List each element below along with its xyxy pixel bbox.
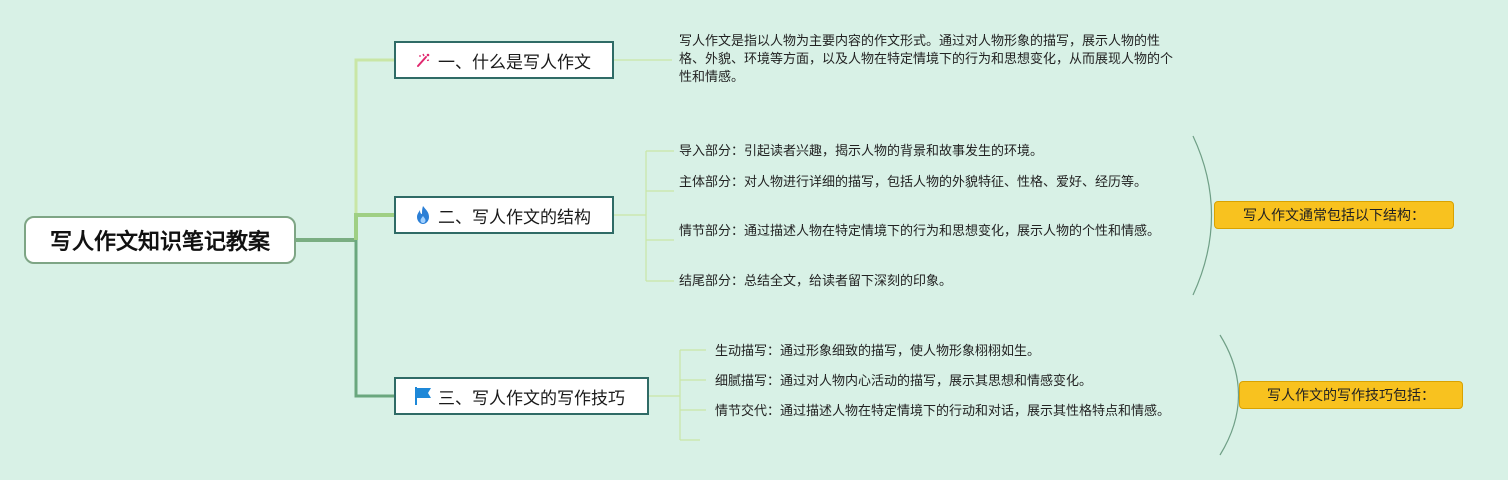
branch-label: 二、写人作文的结构 — [438, 207, 591, 228]
summary-brace-2 — [1192, 135, 1213, 296]
flag-icon — [412, 385, 434, 407]
list-item: 导入部分：引起读者兴趣，揭示人物的背景和故事发生的环境。 — [679, 144, 1044, 159]
branch-techniques[interactable]: 三、写人作文的写作技巧 — [394, 377, 649, 415]
connector-branch-2 — [354, 213, 394, 240]
root-title: 写人作文知识笔记教案 — [49, 230, 270, 255]
connector-branch-1 — [354, 58, 394, 240]
summary-label: 写人作文的写作技巧包括： — [1267, 388, 1435, 404]
list-item: 生动描写：通过形象细致的描写，使人物形象栩栩如生。 — [715, 344, 1041, 359]
list-item: 主体部分：对人物进行详细的描写，包括人物的外貌特征、性格、爱好、经历等。 — [679, 175, 1148, 190]
summary-brace-3 — [1219, 334, 1240, 456]
fire-icon — [412, 204, 434, 226]
branch-structure[interactable]: 二、写人作文的结构 — [394, 196, 614, 234]
root-topic[interactable]: 写人作文知识笔记教案 — [24, 216, 296, 264]
summary-techniques[interactable]: 写人作文的写作技巧包括： — [1239, 381, 1463, 409]
definition-text: 写人作文是指以人物为主要内容的作文形式。通过对人物形象的描写，展示人物的性格、外… — [679, 34, 1174, 85]
branch-label: 三、写人作文的写作技巧 — [438, 388, 625, 409]
list-item: 情节部分：通过描述人物在特定情境下的行为和思想变化，展示人物的个性和情感。 — [679, 224, 1161, 239]
list-item: 细腻描写：通过对人物内心活动的描写，展示其思想和情感变化。 — [715, 374, 1093, 389]
summary-label: 写人作文通常包括以下结构： — [1243, 208, 1425, 224]
magic-wand-icon — [412, 49, 434, 71]
list-item: 结尾部分：总结全文，给读者留下深刻的印象。 — [679, 274, 953, 289]
branch-label: 一、什么是写人作文 — [438, 52, 591, 73]
connector-branch-3 — [354, 240, 394, 398]
branch-what-is[interactable]: 一、什么是写人作文 — [394, 41, 614, 79]
list-item: 情节交代：通过描述人物在特定情境下的行动和对话，展示其性格特点和情感。 — [715, 404, 1171, 419]
summary-structure[interactable]: 写人作文通常包括以下结构： — [1214, 201, 1454, 229]
